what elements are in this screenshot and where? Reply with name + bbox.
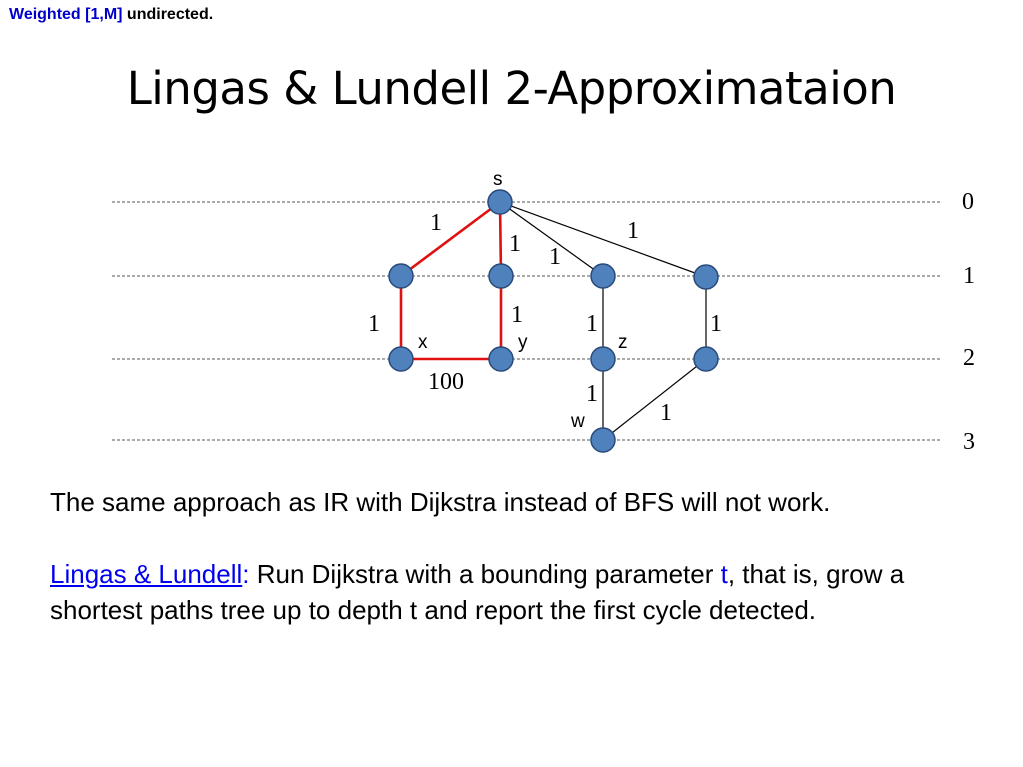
node-s [487,189,513,215]
lingas-lundell-link[interactable]: Lingas & Lundell [50,559,243,589]
node-label-y: y [518,332,528,353]
corner-highlight: Weighted [1,M] [9,6,123,23]
node-e [693,346,719,372]
graph-diagram: 0 1 2 3 1 1 1 1 1 1 100 1 1 1 1 s x y z … [112,169,975,455]
edge-e-w [602,358,707,441]
weight-x-y: 100 [428,369,464,395]
weight-e-w: 1 [660,400,672,426]
level-label-3: 3 [963,429,975,455]
corner-note: Weighted [1,M] undirected. [9,6,213,24]
node-d [693,264,719,290]
body-text-2: , that is, grow a shortest paths tree up… [50,559,905,625]
link-colon: : [242,559,250,589]
level-label-0: 0 [962,189,974,215]
node-y [488,346,514,372]
node-x [388,346,414,372]
weight-d-e: 1 [710,311,722,337]
body-paragraph-2: Lingas & Lundell: Run Dijkstra with a bo… [50,556,990,628]
corner-rest: undirected. [122,6,214,23]
node-c [590,263,616,289]
weight-s-d: 1 [627,218,639,244]
weight-c-z: 1 [586,311,598,337]
level-label-1: 1 [963,263,975,289]
weight-s-c: 1 [549,244,561,270]
weight-s-a: 1 [430,210,442,236]
edge-s-a [400,200,501,278]
paragraph-gap [50,520,990,556]
node-label-x: x [418,332,428,353]
node-label-z: z [618,332,628,353]
param-t: t [720,559,728,589]
edge-s-d [499,201,707,278]
node-b [488,263,514,289]
node-z [590,346,616,372]
weight-a-x: 1 [368,311,380,337]
weight-z-w: 1 [586,381,598,407]
slide-body: The same approach as IR with Dijkstra in… [50,484,990,628]
weight-b-y: 1 [511,302,523,328]
body-line-1: The same approach as IR with Dijkstra in… [50,487,831,517]
node-label-w: w [570,411,585,432]
node-a [388,263,414,289]
edge-s-c [499,201,604,277]
slide-title: Lingas & Lundell 2-Approximataion [126,62,897,115]
weight-s-b: 1 [509,231,521,257]
body-text-1: Run Dijkstra with a bounding parameter [249,559,721,589]
node-w [590,427,616,453]
level-label-2: 2 [963,345,975,371]
node-label-s: s [493,169,503,190]
